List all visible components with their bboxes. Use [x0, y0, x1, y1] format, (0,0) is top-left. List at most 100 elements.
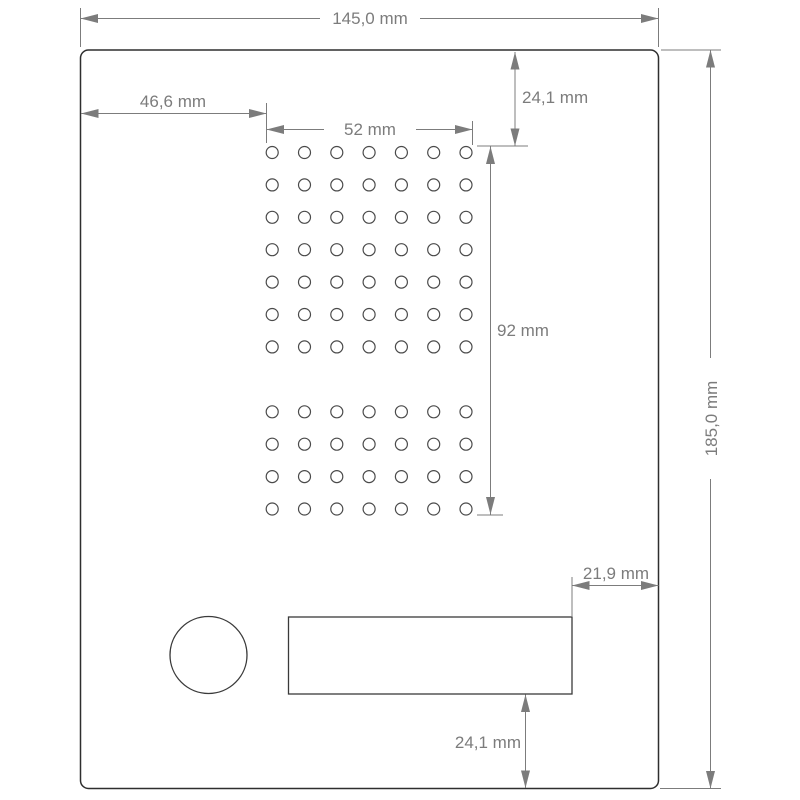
- grille-left-arrow-left: [81, 109, 99, 118]
- total-width-arrow-left: [80, 14, 98, 23]
- speaker-hole: [330, 210, 344, 224]
- grille-top-arrow-up: [510, 52, 520, 70]
- speaker-hole: [394, 243, 408, 257]
- speaker-hole: [265, 437, 279, 451]
- speaker-hole: [330, 437, 344, 451]
- speaker-hole: [427, 145, 441, 160]
- grille-left-offset-label: 46,6 mm: [139, 92, 207, 111]
- grille-width-label: 52 mm: [324, 120, 416, 139]
- speaker-hole: [427, 243, 441, 257]
- speaker-hole: [265, 178, 279, 192]
- window-bottom-arrow-down: [521, 770, 530, 788]
- total-height-arrow-down: [706, 771, 715, 789]
- speaker-hole: [362, 470, 376, 484]
- grille-top-arrow-down: [510, 128, 520, 146]
- faceplate-outline: [79, 49, 660, 790]
- speaker-hole: [394, 437, 408, 451]
- window-right-arrow-right: [641, 581, 659, 590]
- speaker-hole: [459, 502, 473, 516]
- window-bottom-arrow-up: [521, 694, 530, 712]
- speaker-hole: [330, 502, 344, 516]
- speaker-hole: [330, 178, 344, 192]
- nameplate-window: [287, 616, 573, 695]
- speaker-hole: [297, 405, 312, 419]
- speaker-hole: [265, 470, 279, 484]
- speaker-hole: [297, 502, 312, 516]
- speaker-hole: [394, 470, 408, 484]
- call-button-circle: [169, 615, 248, 695]
- speaker-hole: [427, 470, 441, 484]
- speaker-hole: [330, 470, 344, 484]
- speaker-hole: [330, 340, 344, 354]
- grille-height-arrow-down: [486, 497, 495, 515]
- window-right-arrow-left: [572, 581, 590, 590]
- speaker-hole: [265, 340, 279, 354]
- speaker-hole: [362, 307, 376, 322]
- speaker-hole: [330, 243, 344, 257]
- grille-height-arrow-up: [486, 146, 495, 164]
- speaker-grille: [265, 145, 473, 516]
- speaker-hole: [297, 275, 312, 289]
- speaker-hole: [297, 437, 312, 451]
- speaker-hole: [297, 145, 312, 160]
- speaker-hole: [427, 178, 441, 192]
- total-height-arrow-up: [706, 50, 715, 68]
- speaker-hole: [362, 405, 376, 419]
- speaker-hole: [297, 470, 312, 484]
- grille-height-label: 92 mm: [497, 321, 549, 340]
- speaker-hole: [362, 502, 376, 516]
- speaker-hole: [362, 275, 376, 289]
- speaker-hole: [297, 210, 312, 224]
- speaker-hole: [265, 502, 279, 516]
- speaker-hole: [427, 210, 441, 224]
- speaker-hole: [265, 405, 279, 419]
- speaker-hole: [362, 340, 376, 354]
- speaker-hole: [394, 307, 408, 322]
- grille-width-arrow-right: [455, 125, 473, 134]
- speaker-hole: [330, 307, 344, 322]
- speaker-hole: [362, 210, 376, 224]
- speaker-hole: [427, 405, 441, 419]
- speaker-hole: [394, 145, 408, 160]
- speaker-hole: [297, 178, 312, 192]
- speaker-hole: [330, 405, 344, 419]
- window-bottom-offset-label: 24,1 mm: [454, 733, 521, 752]
- speaker-hole: [459, 307, 473, 322]
- total-height-label: 185,0 mm: [702, 358, 721, 479]
- speaker-hole: [427, 502, 441, 516]
- speaker-hole: [394, 405, 408, 419]
- speaker-hole: [330, 145, 344, 160]
- grille-width-arrow-left: [266, 125, 284, 134]
- speaker-hole: [427, 307, 441, 322]
- speaker-hole: [394, 502, 408, 516]
- speaker-hole: [459, 275, 473, 289]
- speaker-hole: [362, 243, 376, 257]
- speaker-hole: [459, 210, 473, 224]
- speaker-hole: [427, 437, 441, 451]
- speaker-hole: [459, 437, 473, 451]
- speaker-hole: [265, 145, 279, 160]
- speaker-hole: [265, 307, 279, 322]
- speaker-hole: [362, 178, 376, 192]
- speaker-hole: [362, 145, 376, 160]
- total-width-arrow-right: [641, 14, 659, 23]
- speaker-hole: [459, 145, 473, 160]
- speaker-hole: [265, 210, 279, 224]
- speaker-hole: [330, 275, 344, 289]
- speaker-hole: [394, 340, 408, 354]
- speaker-hole: [297, 307, 312, 322]
- speaker-hole: [459, 340, 473, 354]
- grille-top-offset-label: 24,1 mm: [522, 88, 589, 107]
- speaker-hole: [459, 178, 473, 192]
- speaker-hole: [394, 210, 408, 224]
- speaker-hole: [427, 275, 441, 289]
- speaker-hole: [265, 243, 279, 257]
- speaker-hole: [297, 243, 312, 257]
- total-width-label: 145,0 mm: [320, 9, 420, 28]
- speaker-hole: [459, 405, 473, 419]
- grille-left-arrow-right: [249, 109, 267, 118]
- speaker-hole: [297, 340, 312, 354]
- speaker-hole: [265, 275, 279, 289]
